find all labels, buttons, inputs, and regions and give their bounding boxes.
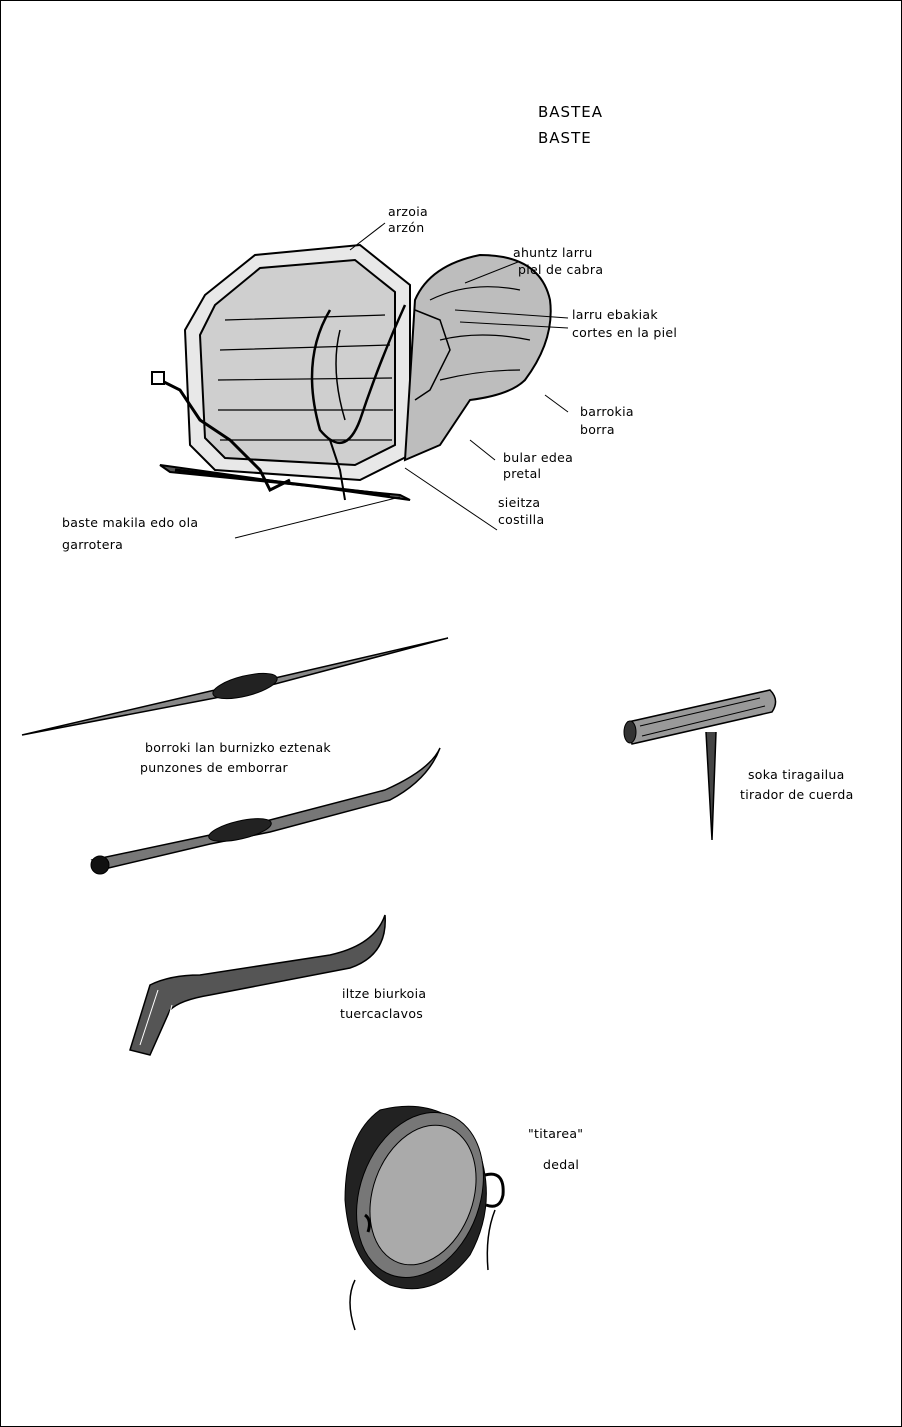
nail-bender-drawing — [130, 915, 385, 1055]
label-punzones-es: punzones de emborrar — [140, 760, 288, 776]
label-punzones-eu: borroki lan burnizko eztenak — [145, 740, 331, 756]
label-barrokia-es: borra — [580, 422, 615, 438]
label-iltze-es: tuercaclavos — [340, 1006, 423, 1022]
label-sieitza-es: costilla — [498, 512, 544, 528]
label-titarea-es: dedal — [543, 1157, 579, 1173]
label-larru-eu: larru ebakiak — [572, 307, 658, 323]
label-tirador-es: tirador de cuerda — [740, 787, 854, 803]
awl-straight-drawing — [22, 638, 448, 735]
rope-puller-drawing — [624, 690, 776, 840]
label-bular-es: pretal — [503, 466, 541, 482]
label-sieitza-eu: sieitza — [498, 495, 540, 511]
label-tirador-eu: soka tiragailua — [748, 767, 845, 783]
label-bular-eu: bular edea — [503, 450, 573, 466]
thimble-drawing — [335, 1095, 506, 1330]
label-ahuntz-es: piel de cabra — [518, 262, 603, 278]
label-barrokia-eu: barrokia — [580, 404, 634, 420]
label-makila-es: garrotera — [62, 537, 123, 553]
label-ahuntz-eu: ahuntz larru — [513, 245, 593, 261]
label-makila-eu: baste makila edo ola — [62, 515, 198, 531]
pack-saddle-drawing — [152, 245, 551, 500]
label-arzoia-eu: arzoia — [388, 204, 428, 220]
label-titarea-eu: "titarea" — [528, 1126, 583, 1142]
label-iltze-eu: iltze biurkoia — [342, 986, 426, 1002]
label-larru-es: cortes en la piel — [572, 325, 677, 341]
label-arzoia-es: arzón — [388, 220, 424, 236]
